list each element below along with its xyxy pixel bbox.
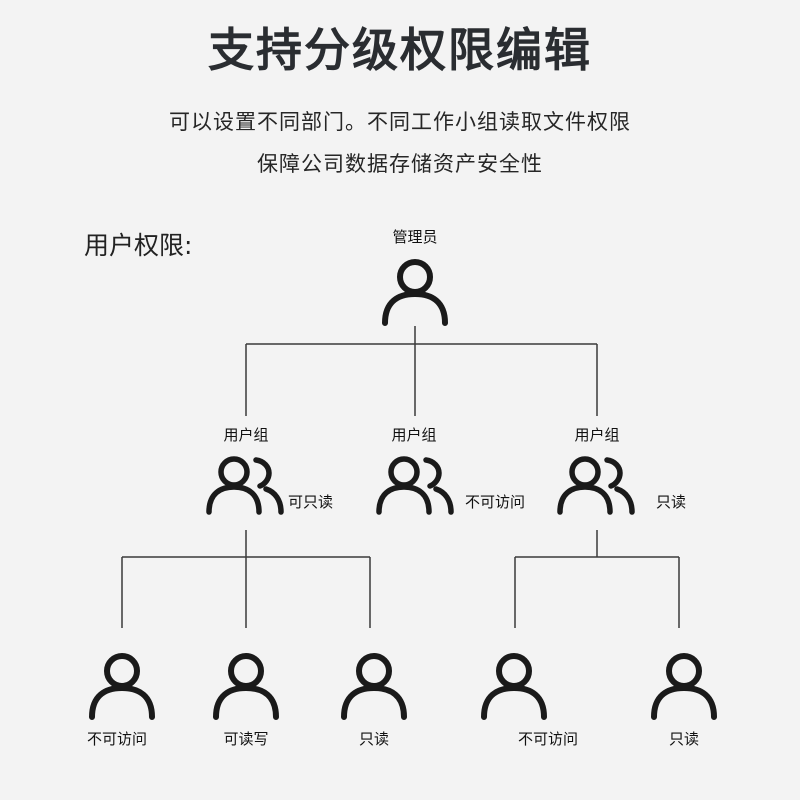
- user-group-icon: [206, 456, 284, 515]
- user-icon: [341, 653, 407, 720]
- group-1-permission: 可只读: [288, 493, 334, 511]
- user-1-permission: 不可访问: [86, 730, 148, 748]
- group-3-permission: 只读: [656, 493, 687, 511]
- user-icon: [89, 653, 155, 720]
- user-icon: [382, 259, 448, 326]
- user-icon: [481, 653, 547, 720]
- group-2-label: 用户组: [391, 426, 437, 444]
- admin-label: 管理员: [392, 228, 438, 246]
- user-group-icon: [376, 456, 454, 515]
- subtitle-line-2: 保障公司数据存储资产安全性: [257, 152, 543, 176]
- user-group-icon: [557, 456, 635, 515]
- user-icon: [651, 653, 717, 720]
- group-3-label: 用户组: [574, 426, 620, 444]
- group-2-permission: 不可访问: [465, 493, 526, 511]
- subtitle-line-1: 可以设置不同部门。不同工作小组读取文件权限: [169, 110, 631, 134]
- user-icon: [213, 653, 279, 720]
- user-2-permission: 可读写: [223, 730, 269, 748]
- user-4-permission: 不可访问: [517, 730, 579, 748]
- group-1-label: 用户组: [223, 426, 269, 444]
- user-3-permission: 只读: [358, 730, 390, 748]
- user-5-permission: 只读: [668, 730, 700, 748]
- page-title: 支持分级权限编辑: [208, 23, 592, 77]
- section-label: 用户权限:: [84, 231, 193, 260]
